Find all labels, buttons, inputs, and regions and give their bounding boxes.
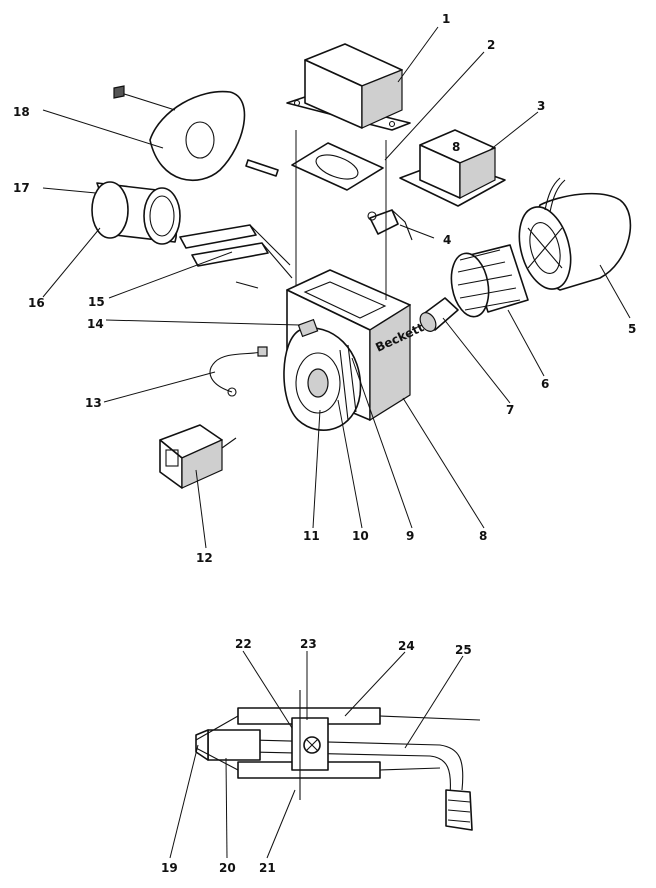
callout-25: 25	[455, 643, 472, 657]
callout-15: 15	[88, 295, 105, 309]
callout-5: 5	[628, 322, 636, 336]
callout-4: 4	[443, 233, 451, 247]
callout-23: 23	[300, 637, 317, 651]
part-7-coupling	[419, 297, 459, 332]
callout-3: 3	[537, 99, 545, 113]
callout-11: 11	[303, 529, 320, 543]
part-5-motor	[518, 177, 632, 291]
part-6-blower-wheel	[450, 244, 529, 318]
callout-labels: 1 2 3 4 5 6 7 8 9 10 11 12 13 14 15 16 1…	[13, 12, 636, 875]
callout-6: 6	[541, 377, 549, 391]
transformer-mark: 8	[452, 140, 460, 154]
callout-18: 18	[13, 105, 30, 119]
callout-22: 22	[235, 637, 252, 651]
part-1-ignition-transformer	[286, 43, 411, 131]
part-16-air-tube	[91, 181, 181, 245]
callout-1: 1	[442, 12, 450, 26]
part-15-electrode-assembly	[179, 224, 293, 289]
part-4-valve-connector	[367, 209, 413, 241]
part-12-fuel-pump	[159, 424, 237, 489]
part-3-transformer: 8	[399, 129, 506, 207]
leader-lines-bottom	[169, 650, 464, 859]
leader-lines-top	[42, 26, 631, 549]
callout-16: 16	[28, 296, 45, 310]
callout-20: 20	[219, 861, 236, 875]
callout-21: 21	[259, 861, 276, 875]
callout-24: 24	[398, 639, 415, 653]
callout-17: 17	[13, 181, 30, 195]
callout-10: 10	[352, 529, 369, 543]
part-18-flange-plate	[113, 85, 279, 182]
callout-14: 14	[87, 317, 104, 331]
callout-13: 13	[85, 396, 102, 410]
callout-9: 9	[406, 529, 414, 543]
callout-19: 19	[161, 861, 178, 875]
electrode-detail-view	[195, 690, 481, 831]
callout-7: 7	[506, 403, 514, 417]
callout-2: 2	[487, 38, 495, 52]
callout-12: 12	[196, 551, 213, 565]
part-2-gasket	[291, 142, 384, 191]
callout-8: 8	[479, 529, 487, 543]
part-13-lead-wire	[209, 346, 268, 397]
burner-housing: Beckett	[283, 269, 426, 431]
